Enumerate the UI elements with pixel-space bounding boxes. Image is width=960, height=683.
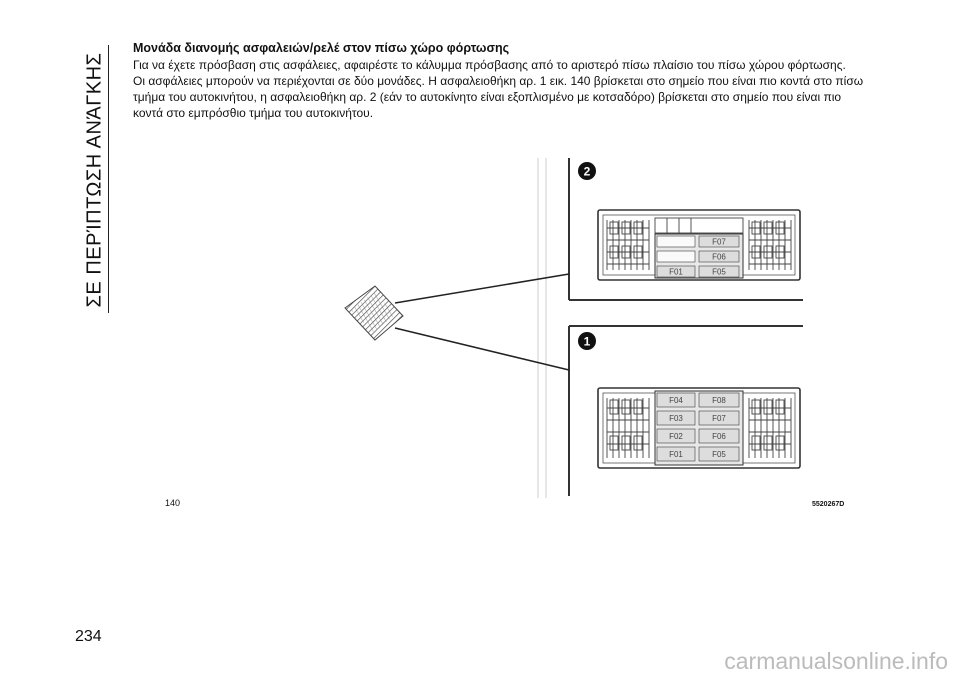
figure-code: 5520267D	[812, 501, 845, 508]
fuse-label-f06-box2: F06	[712, 253, 726, 262]
fuse-label-f01-box1: F01	[669, 450, 683, 459]
callout-1-label: 1	[584, 335, 591, 349]
fuse-box-1-fuse-block: F04 F08 F03 F07 F02 F06 F01 F05	[654, 390, 744, 466]
fuse-label-f07-box1: F07	[712, 414, 726, 423]
section-content: Μονάδα διανομής ασφαλειών/ρελέ στον πίσω…	[133, 41, 873, 121]
callout-2: 2	[578, 162, 596, 180]
figure-caption: 140	[165, 498, 181, 508]
fuse-label-f06-box1: F06	[712, 432, 726, 441]
fuse-box-figure: 2 1 F	[344, 158, 803, 498]
fuse-box-1: F04 F08 F03 F07 F02 F06 F01 F05	[597, 387, 801, 469]
fuse-label-f05-box2: F05	[712, 268, 726, 277]
callout-1: 1	[578, 332, 596, 350]
leader-line-2	[394, 273, 570, 304]
fuse-label-f07-box2: F07	[712, 238, 726, 247]
paragraph-access: Για να έχετε πρόσβαση στις ασφάλειες, αφ…	[133, 58, 846, 72]
fuse-label-f02: F02	[669, 432, 683, 441]
chapter-side-title-text: ΣΕ ΠΕΡΊΠΤΩΣΗ ΑΝΆΓΚΗΣ	[83, 52, 106, 308]
callout-2-label: 2	[584, 165, 591, 179]
fuse-label-f04: F04	[669, 396, 683, 405]
chapter-side-title: ΣΕ ΠΕΡΊΠΤΩΣΗ ΑΝΆΓΚΗΣ	[75, 45, 115, 315]
fuse-box-2-fuse-block: F07 F06 F01 F05	[654, 233, 744, 279]
fuse-label-f01-box2: F01	[669, 268, 683, 277]
fuse-location-module	[344, 285, 404, 341]
watermark: carmanualsonline.info	[724, 648, 948, 674]
leader-line-1	[394, 327, 570, 371]
fuse-label-f03: F03	[669, 414, 683, 423]
fuse-label-f05-box1: F05	[712, 450, 726, 459]
section-title: Μονάδα διανομής ασφαλειών/ρελέ στον πίσω…	[133, 41, 510, 55]
paragraph-fuse-boxes: Οι ασφάλειες μπορούν να περιέχονται σε δ…	[133, 74, 864, 120]
page-number: 234	[75, 628, 102, 645]
fuse-box-2: F07 F06 F01 F05	[597, 209, 801, 281]
chapter-divider	[108, 45, 109, 313]
fuse-label-f08: F08	[712, 396, 726, 405]
